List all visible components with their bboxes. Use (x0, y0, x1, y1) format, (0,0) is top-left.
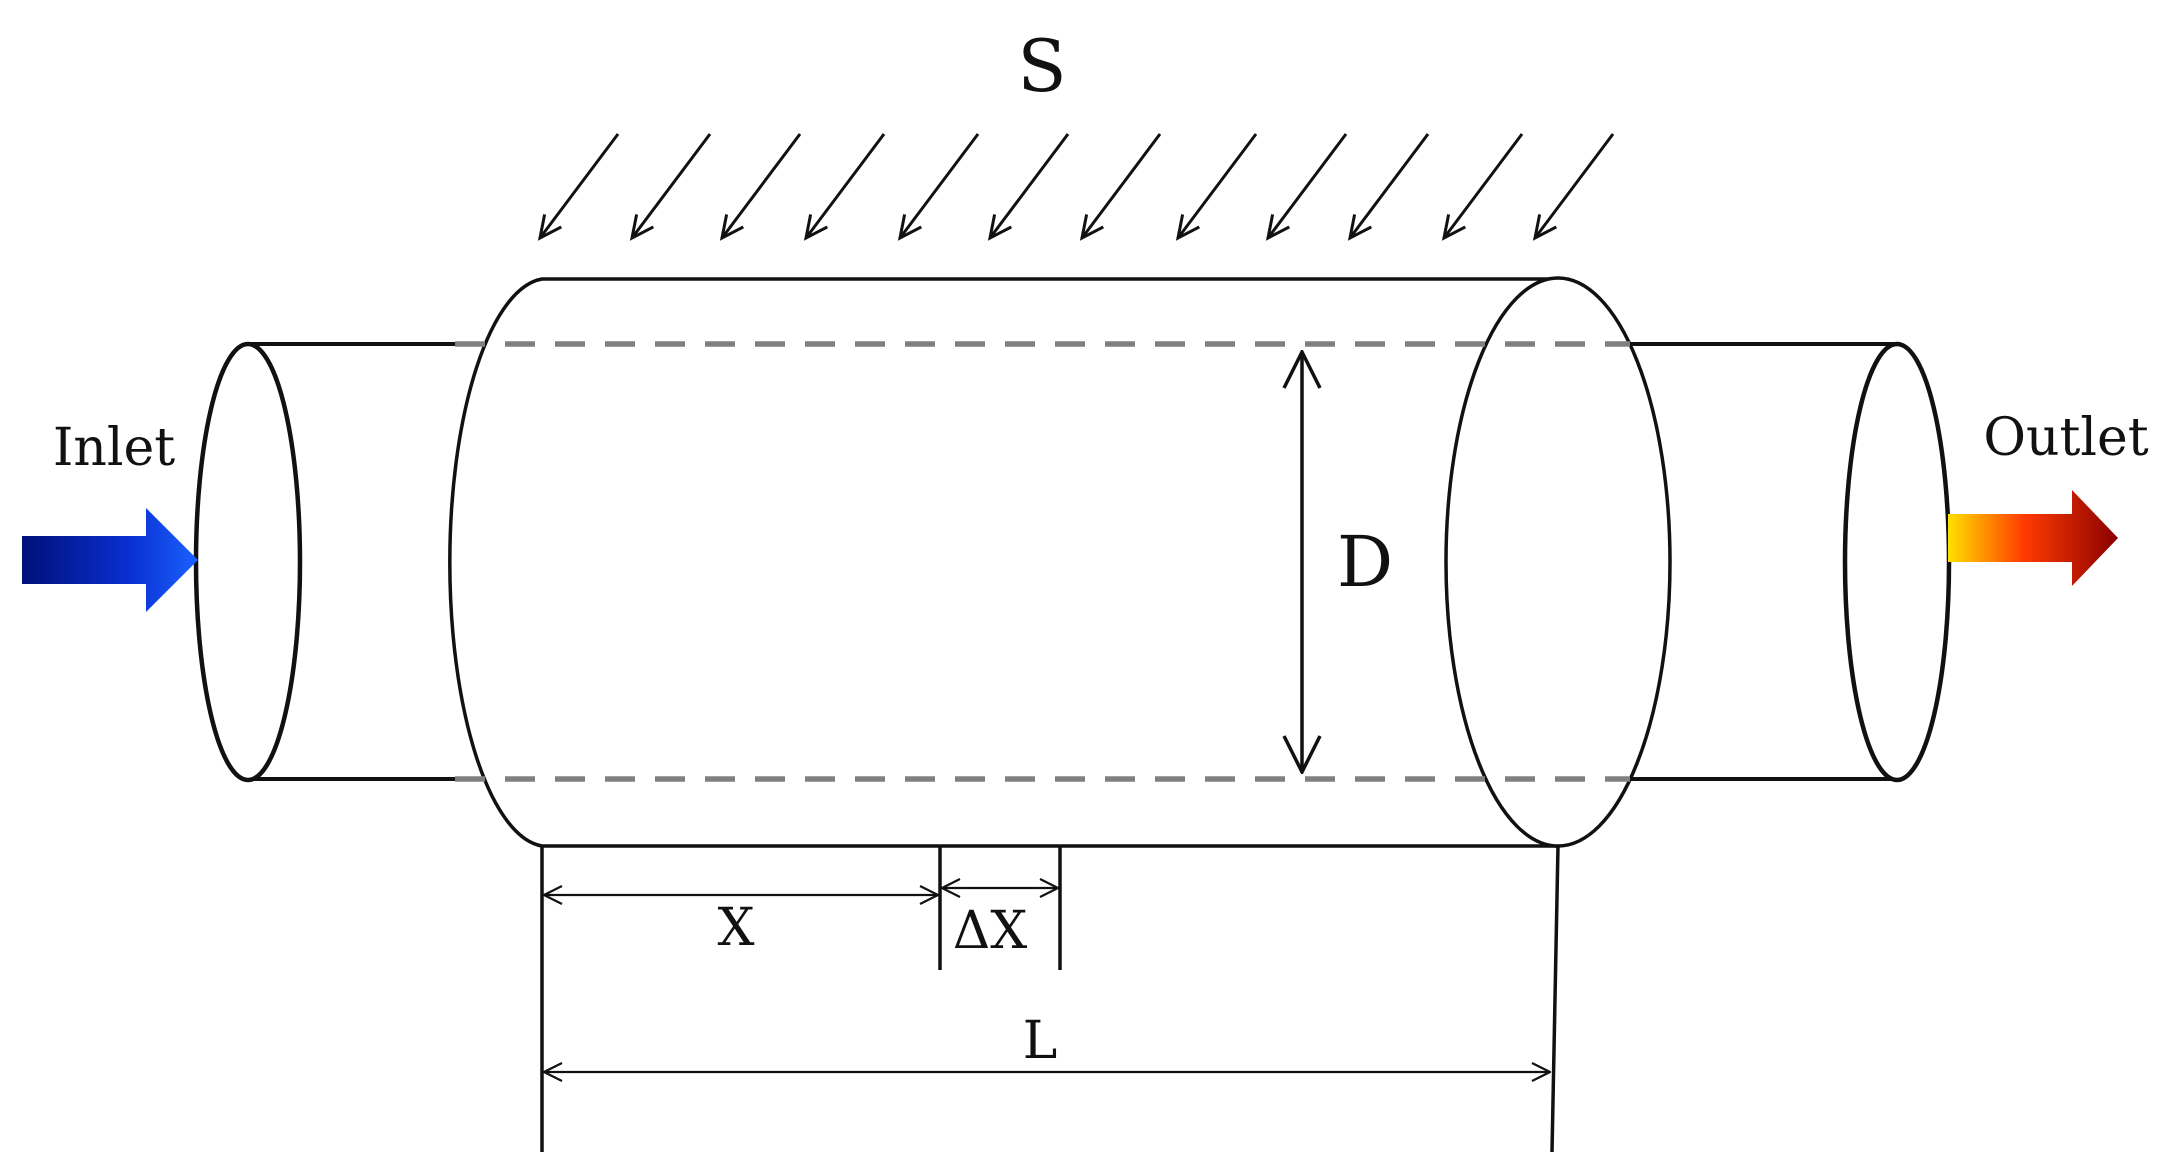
irradiance-arrows (537, 133, 1615, 241)
x-label: X (717, 898, 754, 958)
irradiance-arrow-icon (719, 133, 802, 241)
l-label: L (1023, 1011, 1058, 1071)
main-cylinder (448, 276, 1672, 848)
extension-line-end (1550, 845, 1560, 1153)
inlet-pipe-opening (193, 341, 303, 783)
cylinder-end-face (1444, 276, 1672, 848)
outlet-pipe-opening (1842, 341, 1952, 783)
irradiance-arrow-icon (537, 133, 620, 241)
diameter-label: D (1337, 521, 1393, 603)
irradiance-arrow-icon (1441, 133, 1524, 241)
dx-label: ΔX (953, 901, 1028, 961)
inlet-pipe (193, 341, 455, 783)
irradiance-arrow-icon (897, 133, 980, 241)
irradiance-arrow-icon (629, 133, 712, 241)
irradiance-arrow-icon (1265, 133, 1348, 241)
irradiance-arrow-icon (987, 133, 1070, 241)
inlet-label: Inlet (53, 418, 175, 478)
inner-tube-dashed-lines (455, 341, 1630, 782)
outlet-flow-arrow-icon (1948, 490, 2118, 586)
length-dimensions: X ΔX L (540, 845, 1560, 1153)
irradiance-arrow-icon (1175, 133, 1258, 241)
cylinder-body (448, 277, 1560, 848)
irradiance-arrow-icon (1532, 133, 1615, 241)
irradiance-arrow-icon (1347, 133, 1430, 241)
irradiance-arrow-icon (803, 133, 886, 241)
outlet-label: Outlet (1983, 408, 2148, 468)
irradiance-arrow-icon (1079, 133, 1162, 241)
inlet-flow-arrow-icon (22, 508, 198, 612)
irradiance-label: S (1017, 24, 1066, 108)
outlet-pipe (1630, 341, 1952, 783)
diameter-dimension: D (1302, 352, 1393, 772)
